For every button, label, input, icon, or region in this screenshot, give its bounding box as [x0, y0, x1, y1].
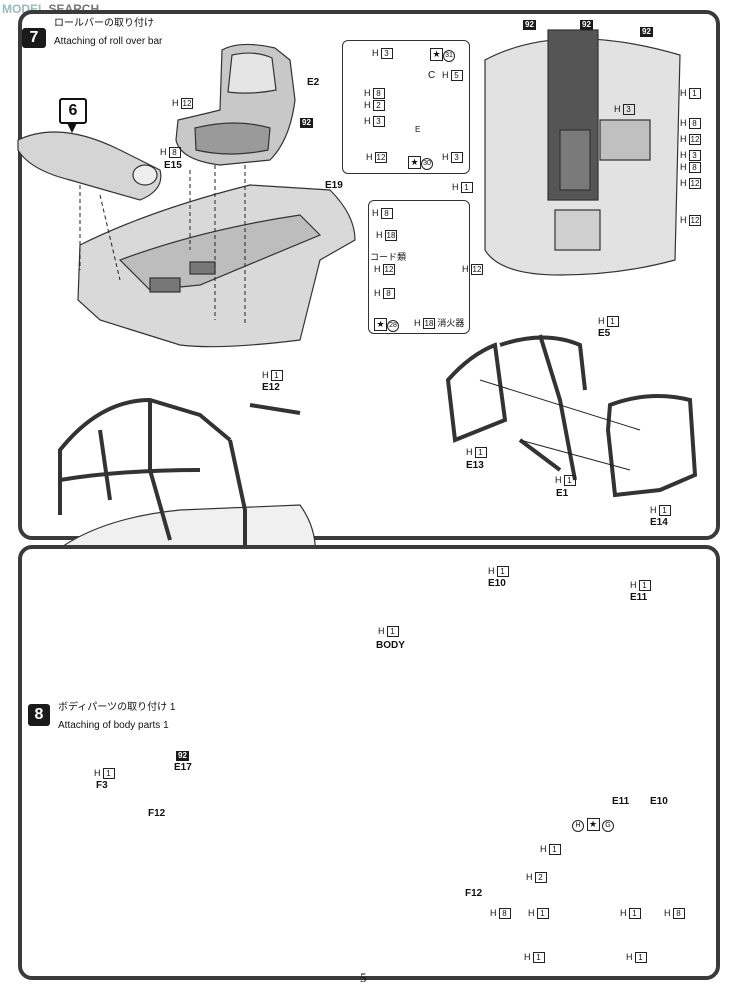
tub-part: [77, 184, 356, 348]
label-e14: E14: [650, 517, 668, 528]
star-28: ★28: [374, 318, 399, 332]
star-30: ★30: [408, 156, 433, 170]
step8-panel: [18, 545, 720, 980]
interior-top-view: [484, 29, 681, 276]
label-e11-e10-left: E11: [612, 796, 630, 807]
label-e19: E19: [325, 180, 343, 191]
label-e-inset: E: [415, 125, 421, 134]
step7-title-en: Attaching of roll over bar: [54, 36, 163, 47]
roll-cage-exploded: [445, 334, 698, 498]
label-e17: E17: [174, 762, 192, 773]
page-number: 5: [360, 970, 367, 985]
step8-title-en: Attaching of body parts 1: [58, 720, 169, 731]
icons-h-star-g: H ★ G: [572, 818, 615, 832]
badge-seat-92: 92: [300, 118, 313, 128]
badge-92c: 92: [640, 27, 653, 37]
badge-92b: 92: [580, 20, 593, 30]
star-31: ★31: [430, 48, 455, 62]
dashboard-part: [17, 131, 162, 201]
inset-fire-extinguisher: [368, 200, 470, 334]
label-e13: E13: [466, 460, 484, 471]
label-e2: E2: [307, 77, 320, 88]
label-e11-e10-right: E10: [650, 796, 668, 807]
label-e15: E15: [164, 160, 182, 171]
label-e5: E5: [598, 328, 611, 339]
label-f3: F3: [96, 780, 108, 791]
label-body: BODY: [376, 640, 405, 651]
step7-title-jp: ロールバーの取り付け: [54, 18, 154, 29]
step8-title-jp: ボディパーツの取り付け 1: [58, 702, 176, 713]
badge-92a: 92: [523, 20, 536, 30]
label-cord: コード類: [370, 252, 407, 262]
inset-dashboard-detail: [342, 40, 470, 174]
step8-number: 8: [28, 704, 50, 726]
label-f12b: F12: [465, 888, 483, 899]
seat-part: [175, 43, 296, 166]
label-e10: E10: [488, 578, 506, 589]
badge-e17-92: 92: [176, 751, 189, 761]
label-c: C: [428, 70, 436, 81]
label-e12: E12: [262, 382, 280, 393]
ref-step6: 6: [59, 98, 87, 124]
label-e1: E1: [556, 488, 569, 499]
label-f12a: F12: [148, 808, 166, 819]
label-e11: E11: [630, 592, 648, 603]
step7-number: 7: [22, 28, 46, 48]
